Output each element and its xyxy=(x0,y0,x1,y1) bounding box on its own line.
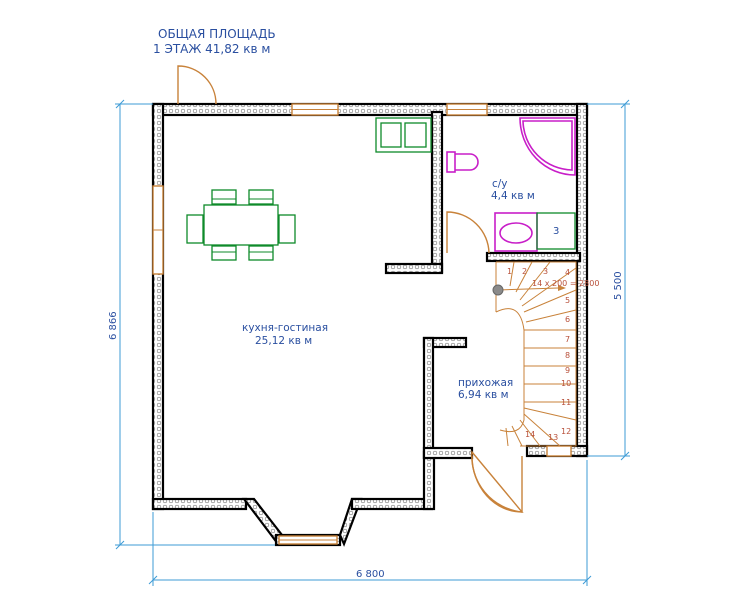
toilet xyxy=(446,151,479,173)
kitchen-stove xyxy=(375,117,432,153)
step-5: 5 xyxy=(565,296,570,305)
dimension-height-right: 5 500 xyxy=(587,99,630,461)
step-1: 1 xyxy=(507,267,512,276)
hall-area: 6,94 кв м xyxy=(458,389,509,401)
step-14: 14 xyxy=(525,430,535,439)
doors xyxy=(177,65,524,513)
washbasin xyxy=(494,212,538,252)
step-11: 11 xyxy=(561,398,571,407)
bath-name: с/у xyxy=(492,178,508,190)
hall-name: прихожая xyxy=(458,377,513,389)
shower-tray xyxy=(519,117,576,176)
boiler-label: 3 xyxy=(553,226,559,237)
staircase: 14 х 200 = 2800 xyxy=(492,261,599,447)
step-7: 7 xyxy=(565,335,570,344)
step-12: 12 xyxy=(561,427,571,436)
right-height-dimension-value: 5 500 xyxy=(613,271,624,300)
living-room-name: кухня-гостиная xyxy=(242,322,328,334)
interior-walls xyxy=(384,110,582,460)
dining-table-set xyxy=(186,189,296,261)
step-2: 2 xyxy=(522,267,527,276)
boiler: 3 xyxy=(536,212,576,250)
bath-area: 4,4 кв м xyxy=(491,190,535,202)
width-dimension-value: 6 800 xyxy=(356,569,385,580)
title-line-2: 1 ЭТАЖ 41,82 кв м xyxy=(153,42,270,56)
step-10: 10 xyxy=(561,379,571,388)
title-line-1: ОБЩАЯ ПЛОЩАДЬ xyxy=(158,27,276,41)
living-room-area: 25,12 кв м xyxy=(255,335,312,347)
dimension-width: 6 800 xyxy=(148,460,592,586)
step-3: 3 xyxy=(543,267,548,276)
step-6: 6 xyxy=(565,315,570,324)
windows xyxy=(152,103,572,545)
step-13: 13 xyxy=(548,433,558,442)
left-height-dimension-value: 6 866 xyxy=(108,311,119,340)
stair-step-numbers: 1 2 3 4 5 6 7 8 9 10 11 12 13 14 xyxy=(507,267,571,442)
step-9: 9 xyxy=(565,366,570,375)
dimension-height-left: 6 866 xyxy=(108,99,275,550)
step-8: 8 xyxy=(565,351,570,360)
stairs-spec: 14 х 200 = 2800 xyxy=(532,279,599,288)
step-4: 4 xyxy=(565,268,570,277)
